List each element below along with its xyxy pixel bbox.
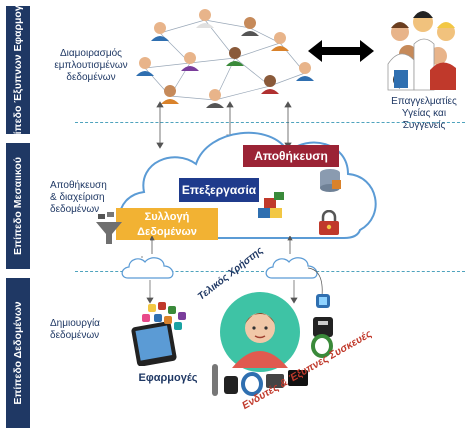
person-icon [161, 85, 179, 104]
double-arrow-icon [308, 40, 374, 62]
person-icon [241, 17, 259, 36]
smartphone-apps-icon [131, 302, 186, 366]
separator-top [75, 122, 465, 123]
health-professionals-icon [387, 11, 456, 91]
collection-label-line1: Συλλογή [144, 211, 190, 223]
person-icon [226, 47, 244, 66]
smart-devices-row [212, 364, 308, 396]
layer-bar-data: Επίπεδο Δεδομένων [6, 278, 30, 428]
collection-box: Συλλογή Δεδομένων [116, 208, 218, 240]
funnel-icon [96, 212, 122, 244]
database-icon [320, 169, 341, 192]
building-blocks-icon [258, 192, 284, 218]
person-icon [271, 32, 289, 51]
small-cloud-left [121, 256, 174, 304]
person-icon [206, 89, 224, 108]
person-icon [181, 52, 199, 71]
person-icon [296, 62, 314, 81]
fitness-band-icon [311, 334, 333, 358]
processing-label: Επεξεργασία [181, 183, 257, 197]
smart-scale-icon [313, 317, 333, 337]
layer-label-data: Επίπεδο Δεδομένων [12, 301, 24, 405]
lock-icon [319, 210, 339, 235]
layer-bar-applications: Επίπεδο Έξυπνων Εφαρμογών [6, 0, 30, 149]
person-icon [196, 9, 214, 28]
people-network [136, 9, 314, 108]
storage-label: Αποθήκευση [254, 149, 328, 163]
apps-label: Εφαρμογές [138, 372, 198, 384]
layer-bar-middleware: Επίπεδο Μεσαιικού [6, 143, 30, 269]
person-icon [261, 75, 279, 94]
layer-label-middleware: Επίπεδο Μεσαιικού [12, 157, 24, 255]
storage-box: Αποθήκευση [243, 145, 339, 167]
smartwatch-icon [316, 294, 330, 308]
layer-label-applications: Επίπεδο Έξυπνων Εφαρμογών [12, 0, 24, 150]
collection-label-line2: Δεδομένων [137, 226, 197, 238]
person-icon [151, 22, 169, 41]
person-icon [136, 57, 154, 76]
processing-box: Επεξεργασία [179, 178, 259, 202]
end-user-avatar [220, 292, 300, 372]
connection-arrows-bottom [150, 236, 293, 254]
